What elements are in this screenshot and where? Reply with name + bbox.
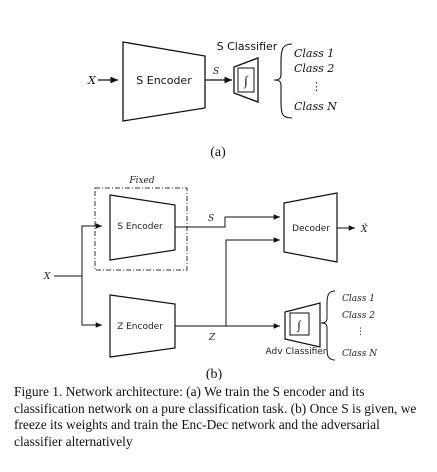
panel-a-sublabel: (a) <box>210 145 226 160</box>
panel-b-integral-box <box>289 312 310 336</box>
panel-b-output-label: X̃ <box>360 223 368 235</box>
panel-a-classifier-title: S Classifier <box>217 40 278 53</box>
decoder <box>283 192 338 263</box>
panel-a-s-label: S <box>213 67 219 77</box>
panel-b-s-encoder-label: S Encoder <box>117 222 163 232</box>
panel-a-s-encoder-label: S Encoder <box>136 74 192 87</box>
panel-b-brace <box>320 290 336 361</box>
decoder-label: Decoder <box>292 224 330 234</box>
panel-b-class-n: Class N <box>342 349 378 359</box>
panel-b-input-label: X <box>43 272 51 282</box>
network-architecture-diagram: X S Encoder S S Classifier ∫ Class 1 Cla… <box>43 40 378 380</box>
panel-b-sublabel: (b) <box>206 367 223 380</box>
panel-b-s-encoder <box>109 194 176 261</box>
panel-b-z-encoder-label: Z Encoder <box>117 322 163 332</box>
panel-b-s-label: S <box>208 214 214 224</box>
fixed-label: Fixed <box>128 176 155 186</box>
panel-a-brace <box>273 43 293 119</box>
panel-b-z-to-decoder-arrow <box>175 237 280 327</box>
panel-b-z-label: Z <box>208 333 216 343</box>
panel-b-input-to-z-arrow <box>81 276 102 328</box>
figure-caption: Figure 1. Network architecture: (a) We t… <box>14 384 417 449</box>
integral-icon: ∫ <box>243 73 249 89</box>
panel-a-class-2: Class 2 <box>294 62 334 75</box>
panel-a: X S Encoder S S Classifier ∫ Class 1 Cla… <box>87 40 337 160</box>
panel-a-class-ellipsis: ⋮ <box>311 80 322 93</box>
integral-icon: ∫ <box>296 318 301 332</box>
panel-a-integral-box <box>237 67 255 93</box>
panel-b: Fixed S Encoder Z Encoder X S Z Decoder … <box>43 176 378 380</box>
panel-a-s-encoder <box>122 41 206 122</box>
panel-b-z-encoder <box>109 294 176 358</box>
panel-b-input-to-s-arrow <box>54 223 102 277</box>
panel-a-class-n: Class N <box>294 100 337 113</box>
panel-b-class-2: Class 2 <box>342 311 375 321</box>
adv-classifier-label: Adv Classifier <box>266 347 327 357</box>
panel-a-class-1: Class 1 <box>294 47 334 60</box>
panel-a-input-label: X <box>87 74 97 87</box>
panel-b-class-1: Class 1 <box>342 294 375 304</box>
panel-b-class-ellipsis: ⋮ <box>356 327 365 337</box>
panel-b-s-to-decoder-arrow <box>175 214 280 228</box>
fixed-region <box>94 187 188 271</box>
